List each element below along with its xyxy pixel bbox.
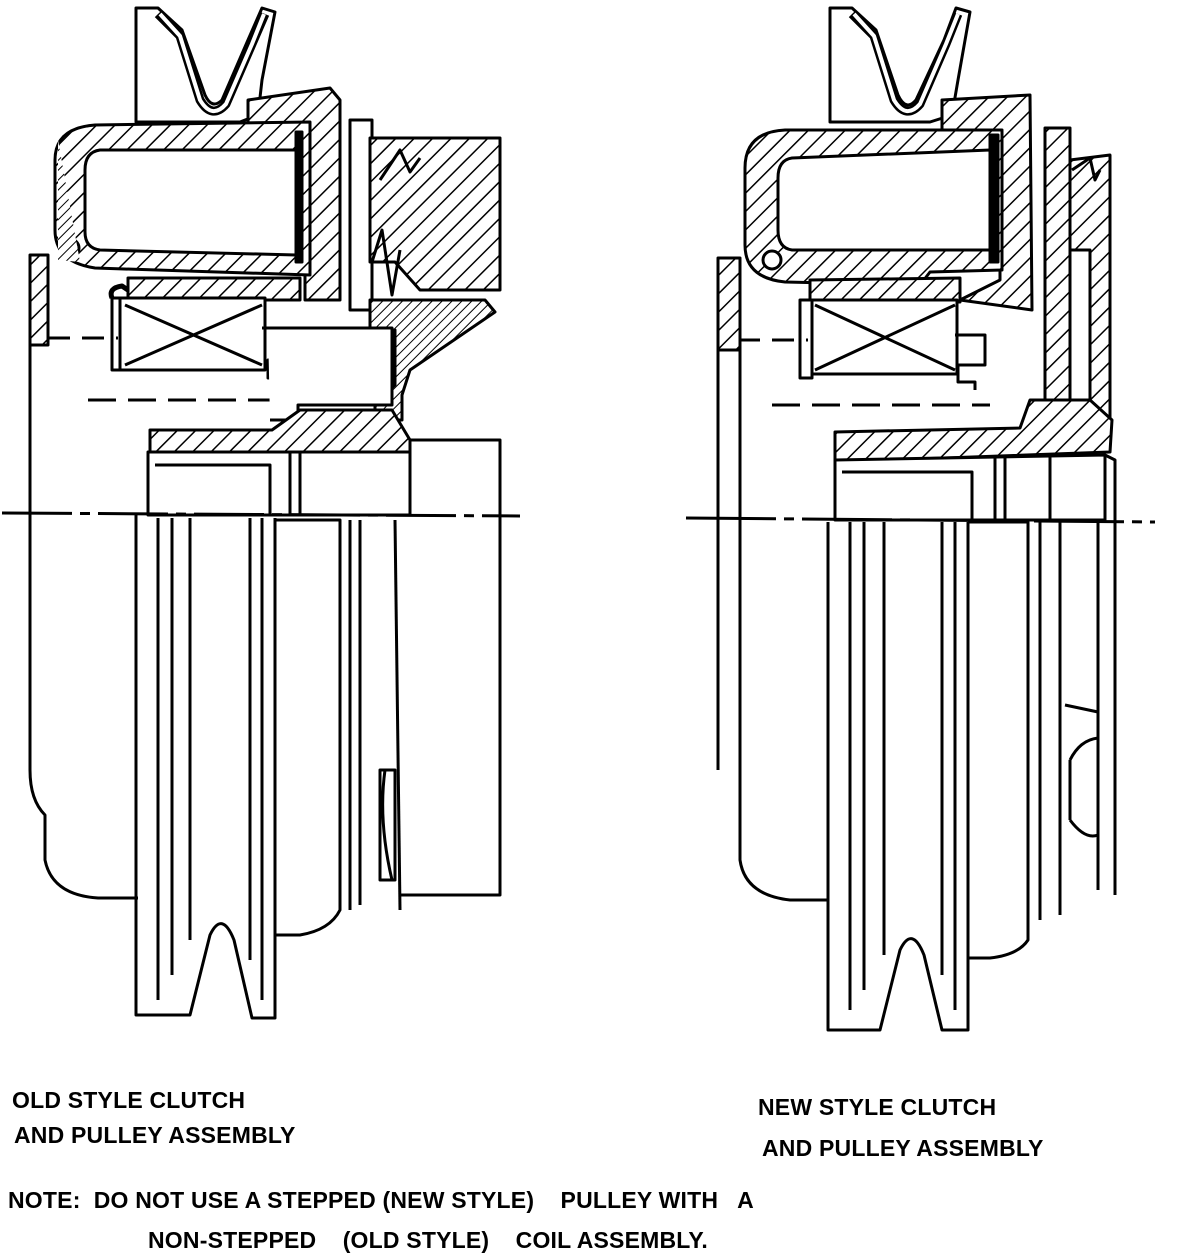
new-style-caption-line2: AND PULLEY ASSEMBLY xyxy=(762,1135,1044,1161)
new-style-caption-line1: NEW STYLE CLUTCH xyxy=(758,1094,997,1120)
new-coil-bracket xyxy=(808,276,962,304)
new-hub xyxy=(833,398,1114,464)
old-pulley-lower xyxy=(134,515,277,1020)
note-line1: NOTE: DO NOT USE A STEPPED (NEW STYLE) P… xyxy=(8,1187,754,1213)
old-style-caption-line1: OLD STYLE CLUTCH xyxy=(12,1087,246,1113)
new-pulley-lower xyxy=(826,522,970,1032)
old-armature-plate xyxy=(368,136,502,292)
new-style-assembly-drawing xyxy=(685,6,1156,1032)
new-pulley-groove-top xyxy=(828,6,972,124)
new-armature-plate xyxy=(1068,153,1112,422)
note-line2: NON-STEPPED (OLD STYLE) COIL ASSEMBLY. xyxy=(148,1227,709,1253)
old-coil-bracket xyxy=(126,276,302,302)
old-style-assembly-drawing xyxy=(1,6,521,1020)
old-style-caption-line2: AND PULLEY ASSEMBLY xyxy=(14,1122,296,1148)
